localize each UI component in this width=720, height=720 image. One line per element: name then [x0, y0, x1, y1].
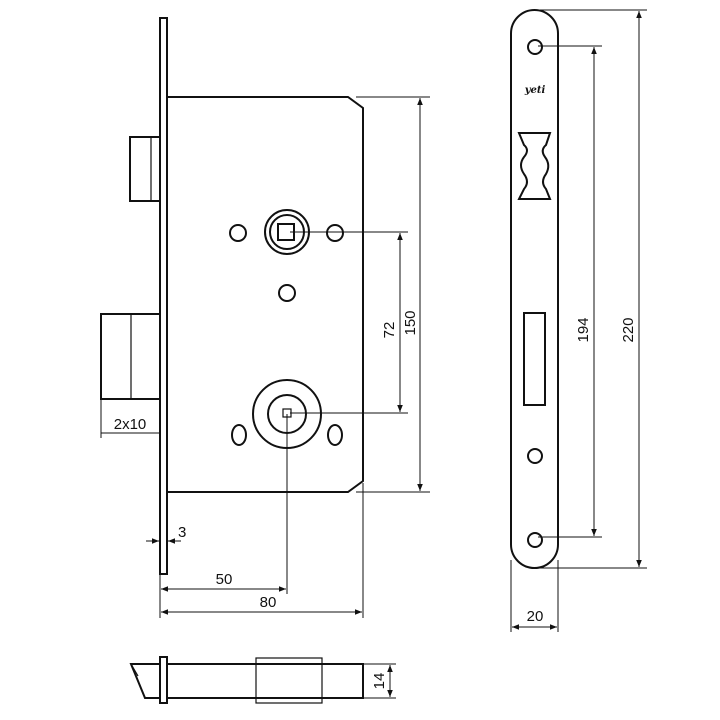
dead-bolt: [100, 313, 161, 400]
dim-backset: 50: [161, 414, 288, 594]
latch-tip: [129, 663, 161, 699]
slot-hole-right: [327, 424, 343, 446]
dim-220-label: 220: [620, 317, 637, 342]
front-view: [100, 17, 364, 575]
dim-14-label: 14: [371, 673, 388, 690]
forend-plate-side: [159, 17, 168, 575]
screw-hole-left: [229, 224, 247, 242]
forend-screw-hole-top: [527, 39, 543, 55]
dim-case-width: 80: [159, 483, 364, 618]
dim-bolt-section: 2x10: [100, 400, 161, 438]
latch-bolt: [129, 136, 161, 202]
screw-hole-right: [326, 224, 344, 242]
dim-case-height: 150: [356, 96, 430, 493]
forend-screw-hole-bottom: [527, 532, 543, 548]
dim-spindle-keyhole: 72: [290, 231, 408, 414]
case-top: [166, 663, 364, 699]
forend-edge: [159, 656, 168, 704]
dim-150-label: 150: [402, 310, 419, 335]
dim-20-label: 20: [527, 608, 544, 625]
dim-forend-thickness: 3: [146, 524, 186, 544]
deadbolt-opening: [523, 312, 546, 406]
dim-screw-spacing: 194: [538, 45, 602, 538]
slot-hole-left: [231, 424, 247, 446]
dim-3-label: 3: [178, 524, 186, 541]
dim-2x10-label: 2x10: [114, 416, 147, 433]
dim-forend-width: 20: [510, 560, 559, 632]
cylinder-top: [255, 657, 323, 704]
latch-opening: [517, 132, 552, 200]
dim-72-label: 72: [381, 322, 398, 339]
screw-hole-center: [278, 284, 296, 302]
top-view: [129, 656, 364, 704]
forend-plate: [510, 9, 559, 569]
lock-case-body: [167, 96, 364, 493]
dim-bolt-height: 14: [363, 663, 396, 699]
forend-view: yeti: [510, 9, 559, 569]
forend-screw-hole-mid: [527, 448, 543, 464]
dim-50-label: 50: [216, 571, 233, 588]
dim-80-label: 80: [260, 594, 277, 611]
brand-logo: yeti: [524, 85, 546, 96]
dim-194-label: 194: [575, 317, 592, 342]
